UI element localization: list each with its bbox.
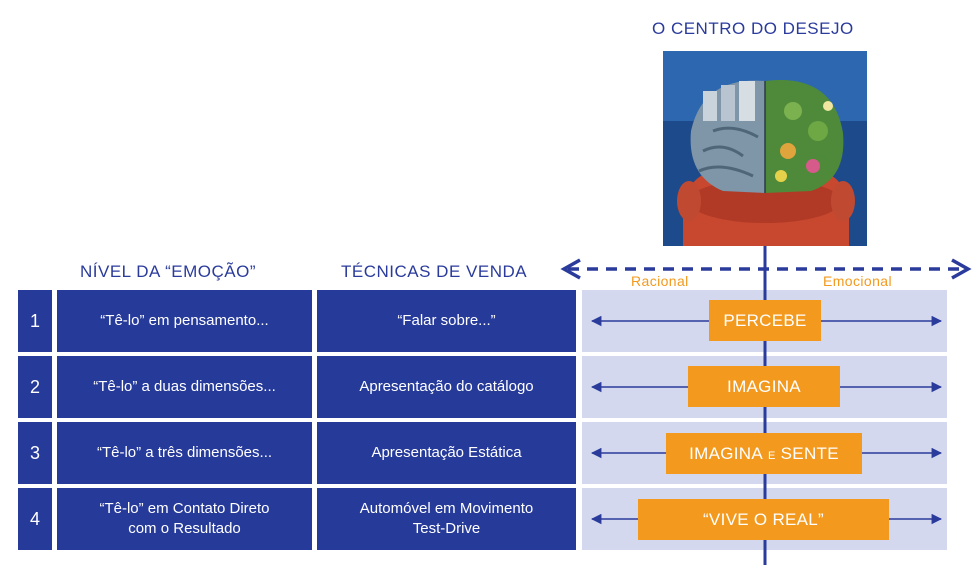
row-4-number: 4 xyxy=(18,488,52,550)
row-4-technique-line-2: Test-Drive xyxy=(412,520,481,537)
axis-label-rational: Racional xyxy=(631,273,689,289)
state-box-3: IMAGINA E SENTE xyxy=(666,433,862,474)
state-box-1: PERCEBE xyxy=(709,300,821,341)
row-3-number: 3 xyxy=(18,422,52,484)
row-2-emotion: “Tê-lo” a duas dimensões... xyxy=(57,356,312,418)
state-box-2-text: IMAGINA xyxy=(727,376,801,396)
row-3-emotion-text: “Tê-lo” a três dimensões... xyxy=(96,444,273,461)
axis-label-emotional: Emocional xyxy=(823,273,892,289)
state-box-4: “VIVE O REAL” xyxy=(638,499,889,540)
state-box-3-text-a: IMAGINA xyxy=(689,443,764,463)
row-2-number: 2 xyxy=(18,356,52,418)
row-1-technique-text: “Falar sobre...” xyxy=(397,312,496,329)
row-4-technique: Automóvel em Movimento Test-Drive xyxy=(317,488,576,550)
brain-illustration xyxy=(663,51,867,246)
state-box-3-join: E xyxy=(768,449,776,462)
row-2-technique: Apresentação do catálogo xyxy=(317,356,576,418)
row-1-emotion: “Tê-lo” em pensamento... xyxy=(57,290,312,352)
row-4-emotion-line-1: “Tê-lo” em Contato Direto xyxy=(99,500,270,517)
row-1-emotion-text: “Tê-lo” em pensamento... xyxy=(100,312,269,329)
page-title: O CENTRO DO DESEJO xyxy=(652,19,854,38)
state-box-1-text: PERCEBE xyxy=(723,310,807,330)
state-box-2: IMAGINA xyxy=(688,366,840,407)
state-box-4-text: “VIVE O REAL” xyxy=(702,509,825,529)
row-3-technique: Apresentação Estática xyxy=(317,422,576,484)
row-4-emotion: “Tê-lo” em Contato Direto com o Resultad… xyxy=(57,488,312,550)
row-2-emotion-text: “Tê-lo” a duas dimensões... xyxy=(93,378,276,395)
row-4-emotion-line-2: com o Resultado xyxy=(128,520,241,537)
state-box-3-text-b: SENTE xyxy=(780,443,839,463)
row-3-technique-text: Apresentação Estática xyxy=(371,444,522,461)
row-3-emotion: “Tê-lo” a três dimensões... xyxy=(57,422,312,484)
row-2-technique-text: Apresentação do catálogo xyxy=(359,378,534,395)
column-heading-emotion: NÍVEL DA “EMOÇÃO” xyxy=(80,262,257,281)
row-1-number: 1 xyxy=(18,290,52,352)
row-4-technique-line-1: Automóvel em Movimento xyxy=(359,500,534,517)
row-1-technique: “Falar sobre...” xyxy=(317,290,576,352)
column-heading-techniques: TÉCNICAS DE VENDA xyxy=(341,262,528,281)
